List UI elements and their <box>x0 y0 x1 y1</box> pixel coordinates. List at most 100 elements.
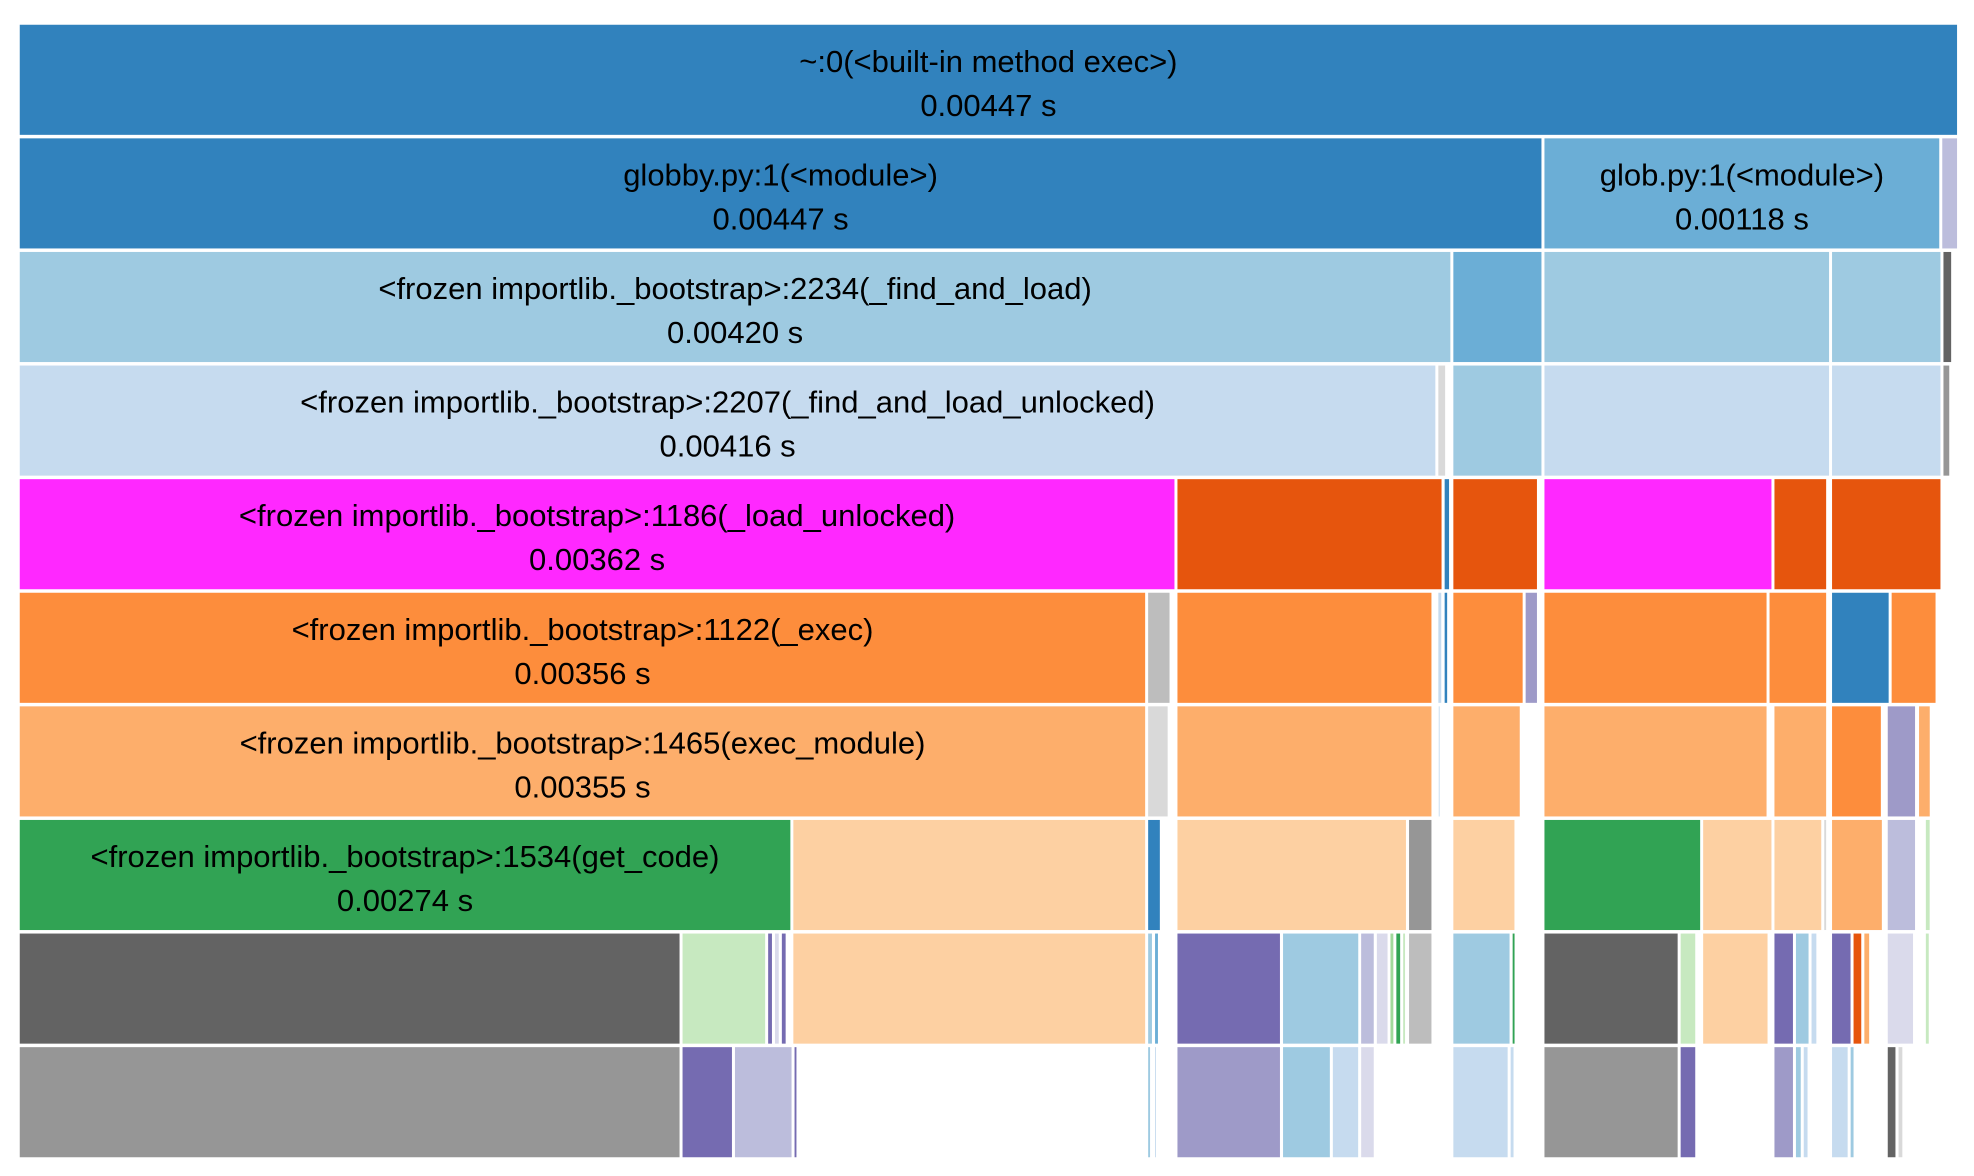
frame-rect[interactable] <box>1401 932 1407 1046</box>
frame-9[interactable] <box>1175 1045 1282 1159</box>
frame-6[interactable] <box>1830 704 1883 818</box>
frame-8[interactable] <box>1146 932 1154 1046</box>
frame-rect[interactable] <box>1451 1045 1510 1159</box>
frame-8[interactable] <box>1852 932 1863 1046</box>
frame-rect[interactable] <box>18 23 1959 137</box>
frame-3[interactable] <box>1451 364 1543 478</box>
frame-6[interactable] <box>1886 704 1917 818</box>
frame-rect[interactable] <box>18 818 792 932</box>
frame-8[interactable] <box>791 932 1147 1046</box>
frame-8[interactable] <box>1679 932 1697 1046</box>
frame-rect[interactable] <box>18 1045 682 1159</box>
frame-7[interactable] <box>1451 818 1516 932</box>
frame-8[interactable] <box>1772 932 1795 1046</box>
frame-rect[interactable] <box>1542 250 1831 364</box>
frame-rect[interactable] <box>1679 932 1697 1046</box>
frame-7[interactable] <box>1146 818 1162 932</box>
frame-5[interactable] <box>1451 591 1525 705</box>
frame-rect[interactable] <box>1359 1045 1376 1159</box>
frame-9[interactable] <box>1679 1045 1697 1159</box>
frame-7[interactable] <box>1407 818 1433 932</box>
frame-rect[interactable] <box>1436 364 1447 478</box>
frame-3[interactable] <box>1436 364 1447 478</box>
frame-rect[interactable] <box>18 364 1437 478</box>
frame-rect[interactable] <box>1830 932 1853 1046</box>
frame-4[interactable] <box>1830 477 1942 591</box>
frame-rect[interactable] <box>1886 932 1915 1046</box>
frame-rect[interactable] <box>18 477 1176 591</box>
frame-rect[interactable] <box>1451 250 1543 364</box>
frame-6[interactable] <box>1175 704 1433 818</box>
frame-rect[interactable] <box>1794 932 1811 1046</box>
frame-8[interactable] <box>1359 932 1376 1046</box>
frame-8[interactable] <box>1451 932 1512 1046</box>
frame-9[interactable] <box>681 1045 734 1159</box>
frame-8[interactable] <box>1394 932 1402 1046</box>
frame-rect[interactable] <box>1524 591 1539 705</box>
frame-1-labeled[interactable]: globby.py:1(<module>)0.00447 s <box>18 136 1543 250</box>
frame-rect[interactable] <box>1542 477 1773 591</box>
frame-rect[interactable] <box>1153 1045 1158 1159</box>
frame-9[interactable] <box>1331 1045 1360 1159</box>
frame-9[interactable] <box>1359 1045 1376 1159</box>
frame-2[interactable] <box>1451 250 1543 364</box>
frame-9[interactable] <box>1509 1045 1516 1159</box>
frame-rect[interactable] <box>1394 932 1402 1046</box>
frame-8[interactable] <box>1281 932 1360 1046</box>
frame-9[interactable] <box>1849 1045 1856 1159</box>
frame-6[interactable] <box>1451 704 1522 818</box>
frame-rect[interactable] <box>1451 591 1525 705</box>
frame-8[interactable] <box>1388 932 1395 1046</box>
frame-8[interactable] <box>1175 932 1282 1046</box>
frame-9[interactable] <box>1542 1045 1680 1159</box>
frame-9[interactable] <box>1146 1045 1152 1159</box>
frame-8[interactable] <box>1407 932 1433 1046</box>
frame-rect[interactable] <box>1794 1045 1803 1159</box>
frame-9[interactable] <box>1772 1045 1795 1159</box>
frame-8[interactable] <box>1862 932 1871 1046</box>
frame-rect[interactable] <box>1542 818 1702 932</box>
frame-rect[interactable] <box>1542 136 1941 250</box>
frame-9[interactable] <box>1399 1045 1403 1159</box>
frame-rect[interactable] <box>1772 704 1828 818</box>
frame-2[interactable] <box>1542 250 1831 364</box>
frame-5[interactable] <box>1890 591 1938 705</box>
frame-9[interactable] <box>1886 1045 1897 1159</box>
frame-4[interactable] <box>1175 477 1444 591</box>
frame-rect[interactable] <box>1802 1045 1810 1159</box>
frame-9[interactable] <box>733 1045 794 1159</box>
frame-3[interactable] <box>1542 364 1831 478</box>
frame-rect[interactable] <box>1175 1045 1282 1159</box>
frame-rect[interactable] <box>18 932 682 1046</box>
frame-rect[interactable] <box>1509 1045 1516 1159</box>
frame-7[interactable] <box>1175 818 1408 932</box>
frame-5[interactable] <box>1830 591 1891 705</box>
frame-9[interactable] <box>793 1045 798 1159</box>
frame-9[interactable] <box>1830 1045 1850 1159</box>
frame-8[interactable] <box>1830 932 1853 1046</box>
frame-4[interactable] <box>1772 477 1828 591</box>
frame-rect[interactable] <box>1679 1045 1697 1159</box>
frame-7[interactable] <box>791 818 1147 932</box>
frame-9[interactable] <box>1897 1045 1904 1159</box>
frame-rect[interactable] <box>1772 932 1795 1046</box>
frame-rect[interactable] <box>1437 704 1442 818</box>
frame-7[interactable] <box>1924 818 1932 932</box>
frame-rect[interactable] <box>1830 591 1891 705</box>
frame-rect[interactable] <box>1768 591 1828 705</box>
frame-3[interactable] <box>1830 364 1942 478</box>
frame-2-labeled[interactable]: <frozen importlib._bootstrap>:2234(_find… <box>18 250 1452 364</box>
frame-8[interactable] <box>1401 932 1407 1046</box>
frame-7[interactable] <box>1772 818 1823 932</box>
frame-rect[interactable] <box>1542 932 1680 1046</box>
frame-1-labeled[interactable]: glob.py:1(<module>)0.00118 s <box>1542 136 1941 250</box>
frame-rect[interactable] <box>1822 818 1828 932</box>
frame-rect[interactable] <box>1886 818 1917 932</box>
frame-rect[interactable] <box>1407 818 1433 932</box>
frame-4[interactable] <box>1451 477 1539 591</box>
frame-rect[interactable] <box>1175 704 1433 818</box>
frame-rect[interactable] <box>766 932 774 1046</box>
frame-rect[interactable] <box>1924 932 1931 1046</box>
frame-8[interactable] <box>1810 932 1818 1046</box>
frame-rect[interactable] <box>1146 818 1162 932</box>
